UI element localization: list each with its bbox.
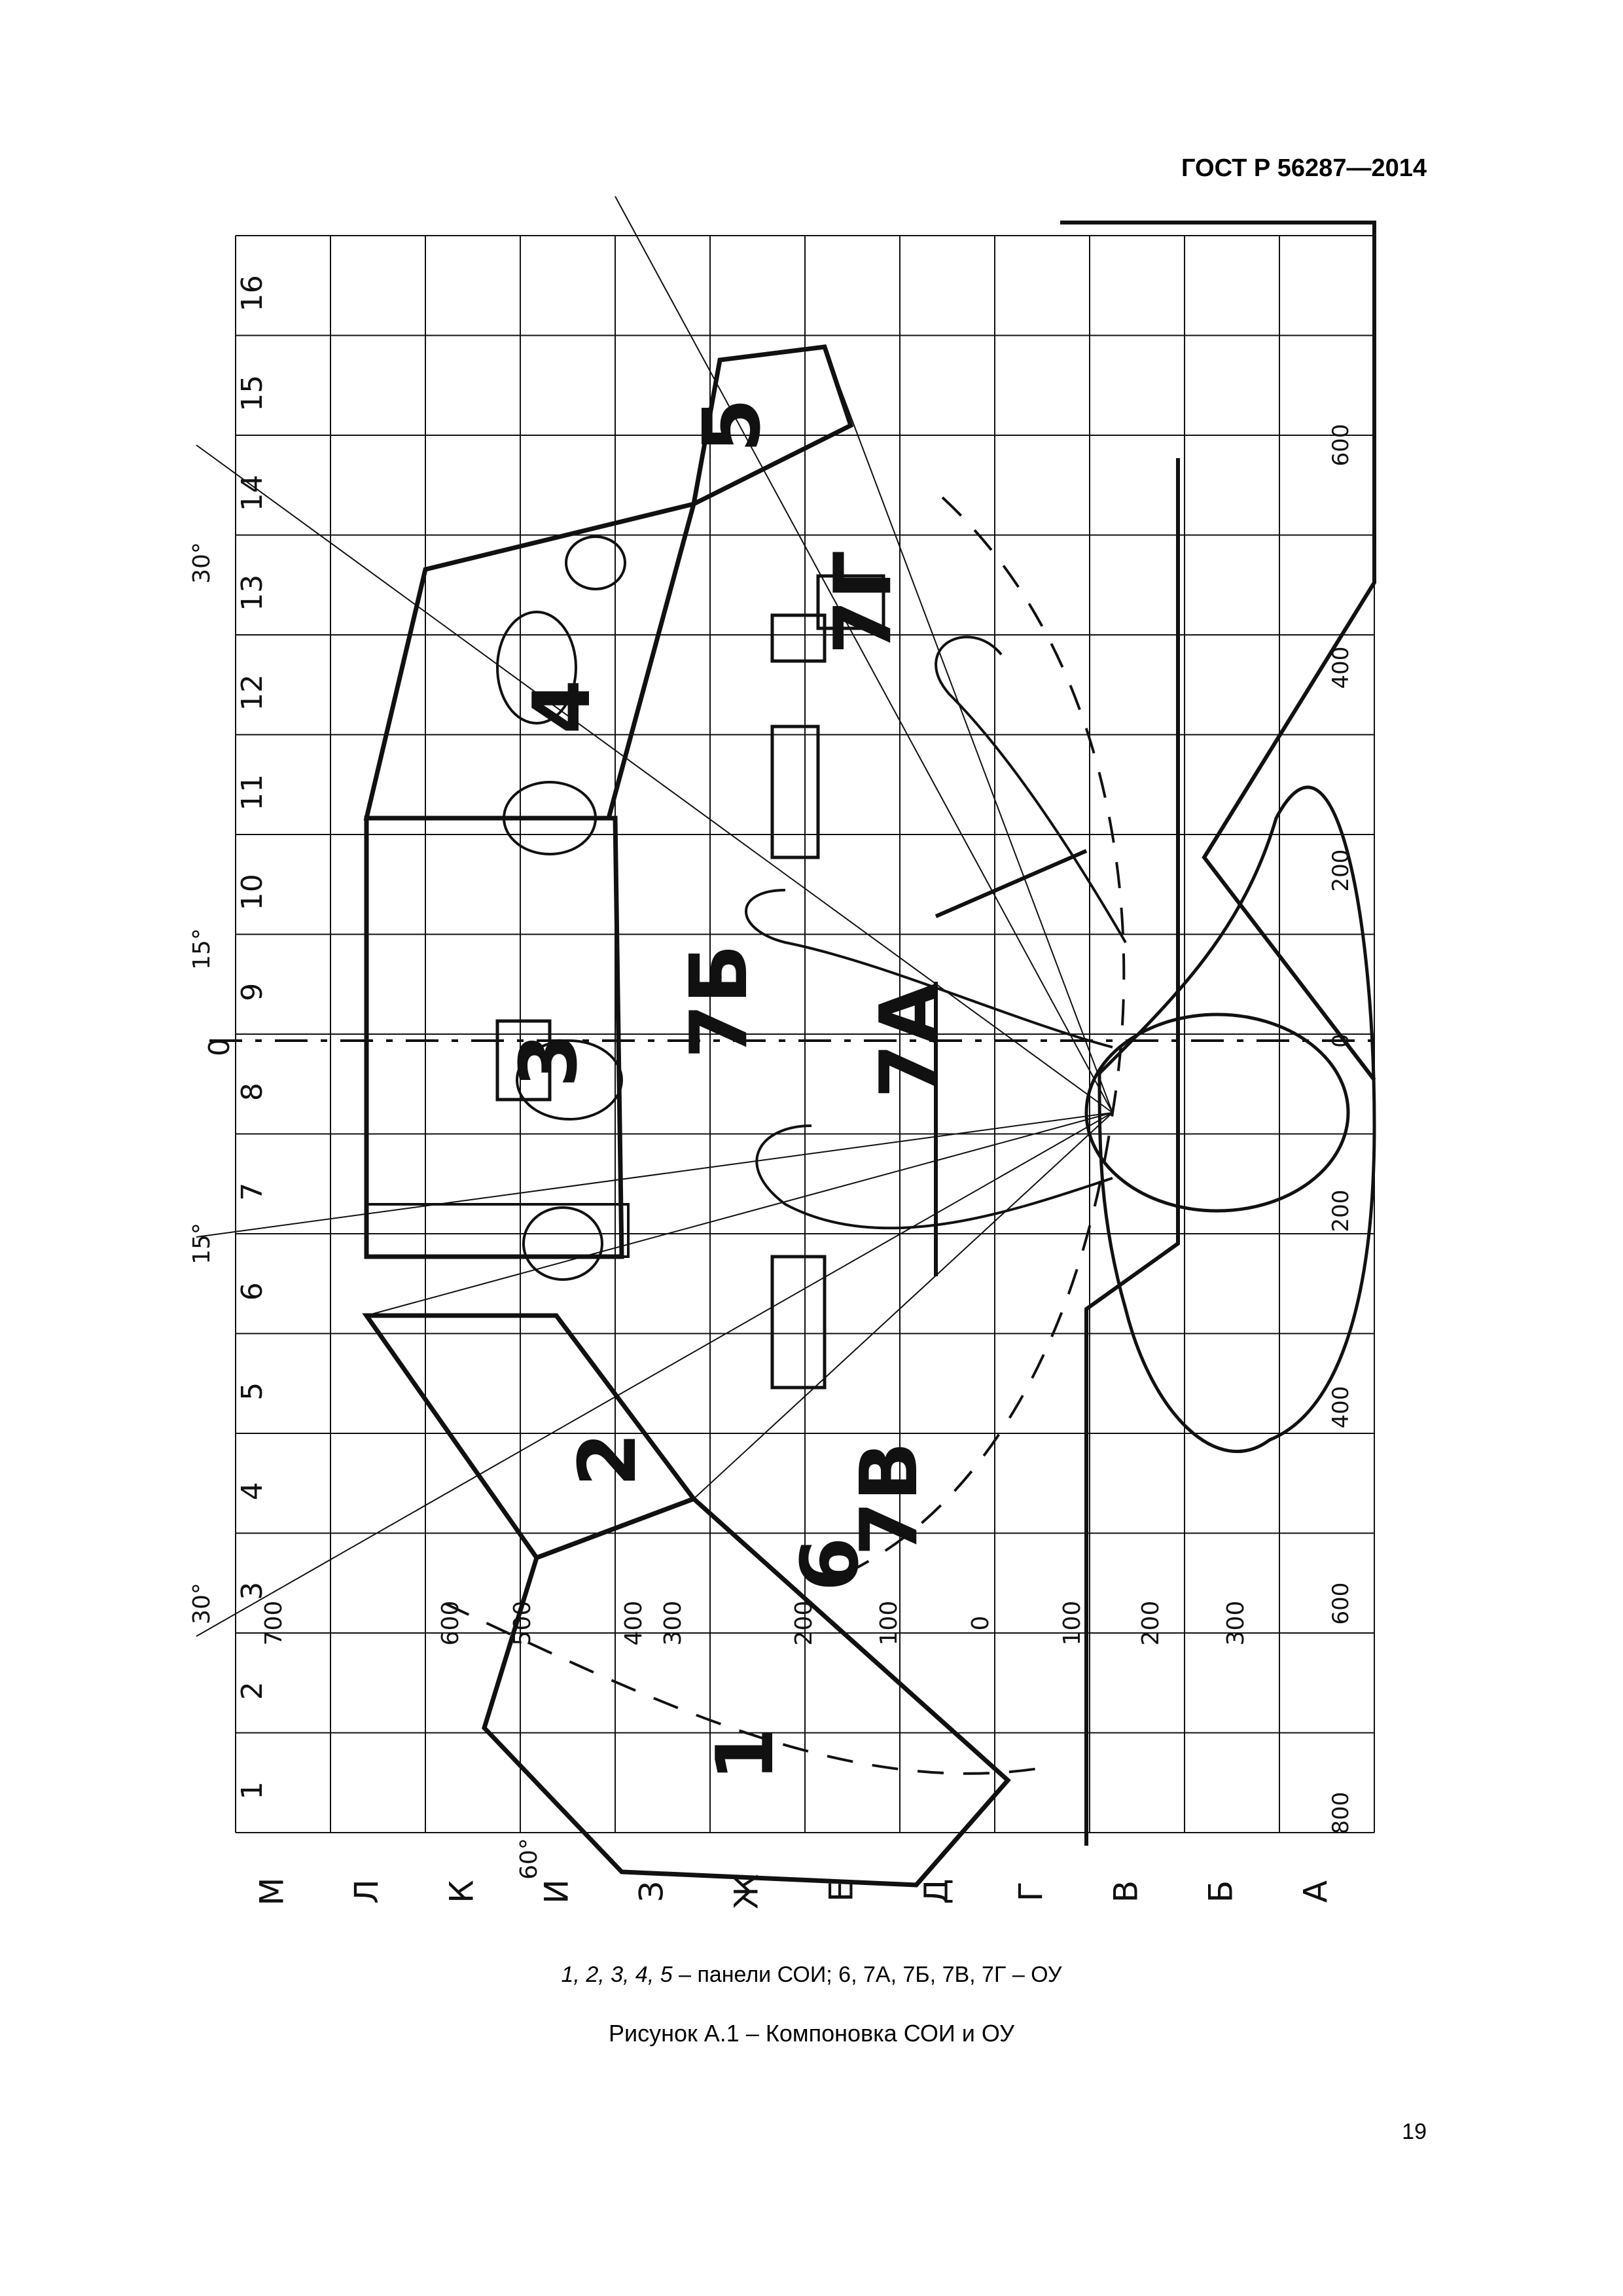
column-number-label: 15 bbox=[236, 375, 269, 412]
reach-zone-dashed bbox=[444, 496, 1126, 1775]
distance-label-inner: 400 bbox=[620, 1601, 647, 1646]
panel-outlines bbox=[196, 196, 1376, 1888]
panel-1-outline bbox=[482, 1496, 1011, 1888]
control-label: 7Г bbox=[818, 550, 909, 655]
panel-4-dial-2 bbox=[496, 611, 577, 725]
row-letter-label: И bbox=[538, 1879, 576, 1903]
row-letter-label: Д bbox=[918, 1878, 955, 1904]
distance-label-inner: 0 bbox=[967, 1616, 994, 1631]
hatched-block bbox=[365, 1203, 630, 1258]
column-number-label: 7 bbox=[236, 1183, 269, 1201]
control-box-6 bbox=[770, 1255, 827, 1390]
center-mark-label: 0 bbox=[203, 1038, 236, 1056]
desk-edge-2 bbox=[934, 849, 1088, 1276]
control-label: 7Б bbox=[674, 944, 765, 1059]
panel-4-dial-4 bbox=[565, 535, 626, 590]
row-letter-label: Л bbox=[348, 1879, 386, 1904]
column-number-label: 3 bbox=[236, 1582, 269, 1600]
legend-text: – панели СОИ; 6, 7А, 7Б, 7В, 7Г – ОУ bbox=[672, 1962, 1062, 1987]
operator-head bbox=[1084, 1013, 1350, 1213]
panel-3-dial bbox=[522, 1206, 603, 1281]
column-number-label: 8 bbox=[236, 1083, 269, 1101]
row-letter-label: М bbox=[253, 1877, 291, 1905]
distance-label-outer: 400 bbox=[1328, 1386, 1354, 1429]
outer-frame bbox=[1060, 221, 1376, 1081]
page-number: 19 bbox=[1402, 2119, 1427, 2144]
distance-label-outer: 400 bbox=[1328, 647, 1354, 689]
control-label: 7В bbox=[844, 1442, 935, 1556]
operator-body bbox=[1097, 785, 1376, 1454]
control-box-3 bbox=[495, 1019, 552, 1102]
column-number-label: 16 bbox=[236, 275, 269, 312]
distance-label-inner: 300 bbox=[660, 1601, 687, 1646]
row-letter-label: А bbox=[1297, 1880, 1335, 1903]
angle-label: 30° bbox=[188, 542, 215, 584]
distance-label-outer: 800 bbox=[1328, 1792, 1354, 1835]
column-number-label: 5 bbox=[236, 1382, 269, 1401]
control-box-7g2 bbox=[816, 574, 885, 630]
angle-label: 60° bbox=[516, 1838, 543, 1880]
distance-label-inner: 600 bbox=[437, 1601, 464, 1646]
row-letter-label: Г bbox=[1012, 1882, 1050, 1902]
angle-label: 15° bbox=[188, 928, 215, 970]
panel-label: 1 bbox=[700, 1727, 791, 1782]
panel-label: 4 bbox=[517, 679, 608, 734]
panel-4-dial-3 bbox=[516, 1039, 623, 1121]
column-number-label: 9 bbox=[236, 983, 269, 1001]
operator-right-forearm bbox=[935, 636, 1127, 944]
row-letter-label: З bbox=[633, 1881, 671, 1902]
distance-label-inner: 100 bbox=[1059, 1601, 1086, 1646]
desk-edge bbox=[1084, 458, 1180, 1846]
row-letter-label: Ж bbox=[728, 1874, 766, 1909]
column-number-label: 4 bbox=[236, 1482, 269, 1500]
figure-legend: 1, 2, 3, 4, 5 – панели СОИ; 6, 7А, 7Б, 7… bbox=[0, 1962, 1623, 1988]
row-letter-label: К bbox=[443, 1880, 481, 1903]
panel-label: 3 bbox=[504, 1033, 595, 1088]
panel-label: 5 bbox=[687, 398, 778, 453]
distance-label-inner: 100 bbox=[876, 1601, 902, 1646]
row-letter-label: Е bbox=[823, 1881, 861, 1902]
distance-label-outer: 600 bbox=[1328, 424, 1354, 467]
distance-label-outer: 0 bbox=[1328, 1033, 1354, 1048]
column-number-label: 1 bbox=[236, 1782, 269, 1800]
sight-lines bbox=[196, 196, 1113, 1637]
row-letter-label: В bbox=[1107, 1880, 1145, 1903]
distance-label-outer: 600 bbox=[1328, 1583, 1354, 1625]
control-label: 6 bbox=[785, 1537, 876, 1592]
column-number-label: 13 bbox=[236, 575, 269, 611]
column-number-label: 14 bbox=[236, 475, 269, 511]
legend-numbers: 1, 2, 3, 4, 5 bbox=[561, 1962, 673, 1987]
drawing-grid bbox=[209, 235, 1375, 1833]
distance-label-inner: 500 bbox=[509, 1601, 536, 1646]
document-code: ГОСТ Р 56287—2014 bbox=[1181, 154, 1427, 182]
distance-label-inner: 200 bbox=[1137, 1601, 1164, 1646]
figure-caption: Рисунок А.1 – Компоновка СОИ и ОУ bbox=[609, 2020, 1014, 2047]
control-box-7g bbox=[770, 613, 827, 663]
operator-right-arm bbox=[745, 889, 1113, 1049]
distance-label-inner: 300 bbox=[1222, 1601, 1249, 1646]
distance-label-inner: 200 bbox=[791, 1601, 817, 1646]
panel-4-dial-1 bbox=[503, 781, 597, 855]
operator-left-arm bbox=[755, 1124, 1113, 1230]
row-letter-label: Б bbox=[1202, 1880, 1240, 1903]
column-number-label: 6 bbox=[236, 1282, 269, 1300]
angle-label: 30° bbox=[188, 1583, 215, 1624]
distance-label-outer: 200 bbox=[1328, 1190, 1354, 1232]
column-number-label: 11 bbox=[236, 774, 269, 811]
control-box-7v bbox=[770, 725, 820, 859]
column-number-label: 10 bbox=[236, 874, 269, 910]
panel-label: 2 bbox=[563, 1432, 654, 1487]
angle-label: 15° bbox=[188, 1223, 215, 1265]
column-number-label: 2 bbox=[236, 1681, 269, 1700]
distance-label-inner: 700 bbox=[260, 1601, 287, 1646]
distance-label-outer: 200 bbox=[1328, 850, 1354, 892]
control-label: 7А bbox=[864, 983, 955, 1098]
column-number-label: 12 bbox=[236, 674, 269, 711]
